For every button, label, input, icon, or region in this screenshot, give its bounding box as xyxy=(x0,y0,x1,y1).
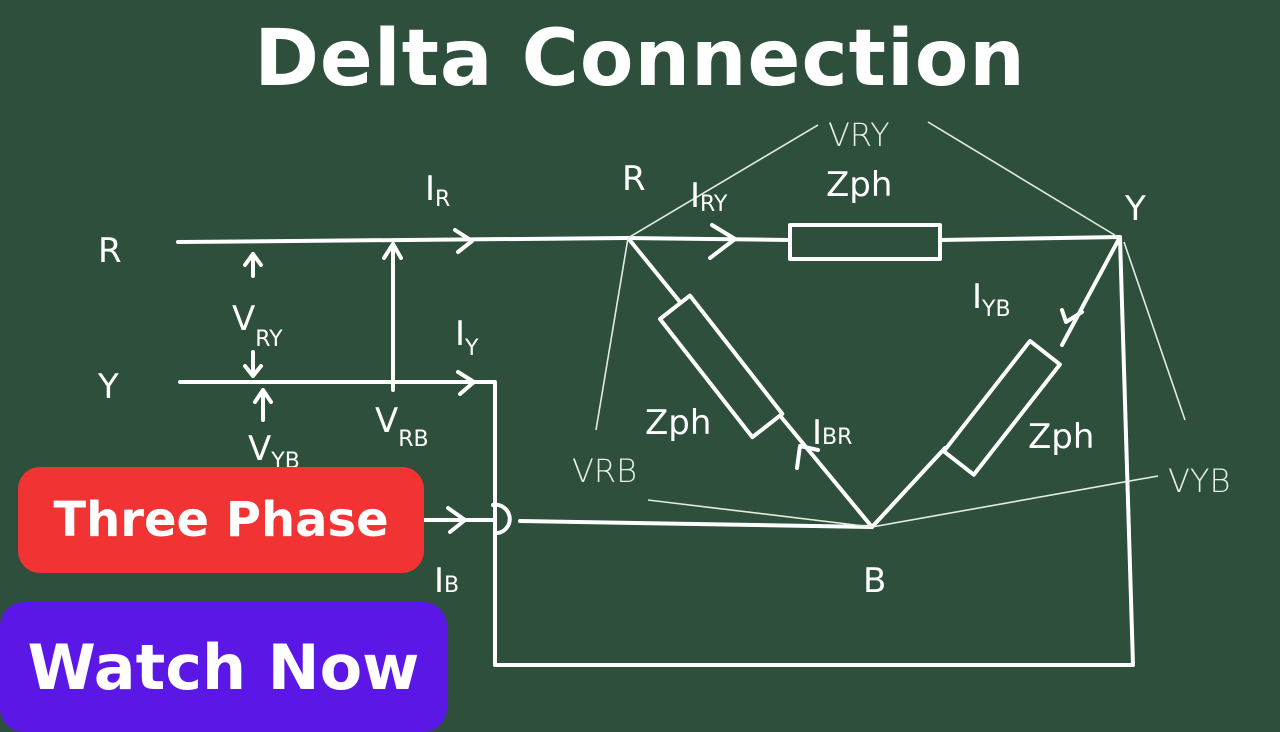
page-title: Delta Connection xyxy=(254,14,1026,104)
line-r-wire xyxy=(176,236,630,244)
vry-left-label: VRY xyxy=(232,299,283,352)
iry-label: IRY xyxy=(690,176,728,217)
zph-rb-label: Zph xyxy=(645,403,711,443)
vyb-indicator-lines xyxy=(871,241,1186,528)
iyb-label: IYB xyxy=(972,277,1011,322)
ibr-label: IBR xyxy=(812,413,852,453)
node-r-label: R xyxy=(622,159,646,199)
vrb-arrow xyxy=(382,242,403,392)
line-y-wire xyxy=(178,236,1135,667)
vrb-indicator-lines xyxy=(595,237,873,528)
topic-badge: Three Phase xyxy=(18,467,424,573)
impedance-yb xyxy=(941,339,1062,477)
line-b-arrow xyxy=(446,506,467,534)
ir-label: IR xyxy=(425,169,450,212)
vry-label: VRY xyxy=(828,116,890,154)
watch-now-button[interactable]: Watch Now xyxy=(0,602,447,732)
iry-arrow xyxy=(708,223,737,260)
delta-ry-branch xyxy=(626,235,1122,242)
line-y-arrow xyxy=(456,370,476,396)
vyb-label: VYB xyxy=(1168,462,1230,500)
vry-indicator-lines xyxy=(627,121,1119,239)
line-r-arrow xyxy=(453,228,474,254)
line-b-wire xyxy=(423,502,874,535)
vry-arrows xyxy=(243,252,263,378)
node-b-label: B xyxy=(863,561,886,601)
impedance-ry xyxy=(788,223,942,261)
zph-yb-label: Zph xyxy=(1028,417,1094,457)
ib-label: IB xyxy=(434,561,459,601)
line-y-label: Y xyxy=(97,367,119,407)
ibr-arrow xyxy=(795,444,820,470)
iyb-arrow xyxy=(1060,308,1084,324)
vrb-label: VRB xyxy=(572,452,637,490)
delta-rb-branch xyxy=(626,236,874,529)
iy-label: IY xyxy=(455,314,479,361)
node-y-label: Y xyxy=(1124,189,1146,229)
zph-ry-label: Zph xyxy=(826,165,892,205)
impedance-rb xyxy=(658,293,785,440)
line-r-label: R xyxy=(98,231,122,271)
vyb-arrow xyxy=(253,388,273,422)
delta-yb-branch xyxy=(870,235,1122,529)
vrb-left-label: VRB xyxy=(375,401,429,452)
